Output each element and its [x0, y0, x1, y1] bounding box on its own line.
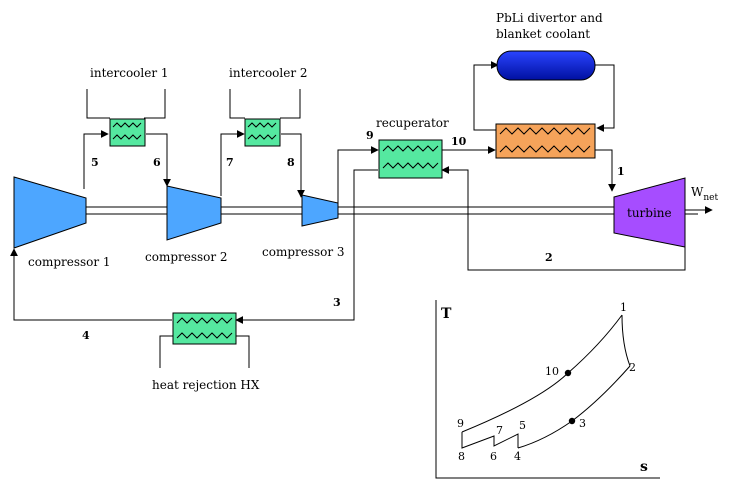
intercooler-2-label: intercooler 2: [229, 66, 308, 80]
intercooler-1-label: intercooler 1: [90, 66, 169, 80]
pbli-coolant-vessel: [496, 50, 596, 81]
compressor-1-label: compressor 1: [28, 255, 111, 269]
state-point-5: 5: [91, 156, 99, 169]
ts-point-9-label: 9: [457, 417, 464, 430]
ts-point-3-marker: [568, 417, 576, 425]
ts-diagram: T s 1 2 3 4 5 6 7 8 9 10: [435, 300, 660, 479]
ts-expansion-curve: [621, 314, 631, 367]
heat-rejection-hx: [172, 312, 237, 345]
state-point-3: 3: [333, 296, 341, 309]
state-point-7: 7: [226, 156, 234, 169]
ts-point-1-label: 1: [620, 301, 627, 314]
ts-heating-curve: [461, 314, 623, 433]
ts-point-3-label: 3: [579, 417, 586, 430]
ts-point-4-label: 4: [514, 450, 521, 463]
ts-point-10-label: 10: [545, 365, 559, 378]
compressor-1: [13, 176, 87, 249]
compressor-3: [301, 194, 339, 227]
turbine-label: turbine: [627, 206, 672, 220]
ts-y-axis-label: T: [441, 306, 452, 322]
recuperator-hx: [378, 139, 443, 179]
intercooler-1-hx: [109, 118, 146, 147]
state-point-9: 9: [366, 129, 374, 142]
state-point-4: 4: [82, 329, 90, 342]
pbli-label-line2: blanket coolant: [496, 27, 590, 41]
ts-compression-path: [461, 432, 519, 449]
w-net-label: Wnet: [691, 185, 718, 203]
ts-point-5-label: 5: [519, 419, 526, 432]
pbli-heater-hx: [495, 123, 596, 159]
ts-point-6-label: 6: [490, 450, 497, 463]
compressor-2-label: compressor 2: [145, 250, 228, 264]
state-point-10: 10: [451, 135, 467, 148]
ts-point-2-label: 2: [629, 361, 636, 374]
ts-point-7-label: 7: [496, 424, 503, 437]
heat-rejection-label: heat rejection HX: [152, 378, 260, 392]
state-point-8: 8: [287, 156, 295, 169]
state-point-1: 1: [617, 165, 625, 178]
compressor-2: [166, 185, 222, 241]
state-point-2: 2: [545, 251, 553, 264]
ts-cooling-curve: [517, 365, 631, 449]
state-point-6: 6: [153, 156, 161, 169]
pbli-label-line1: PbLi divertor and: [496, 11, 603, 25]
recuperator-label: recuperator: [376, 116, 449, 130]
ts-point-8-label: 8: [458, 450, 465, 463]
ts-x-axis-label: s: [640, 459, 648, 475]
ts-point-10-marker: [564, 369, 572, 377]
flow-lines: [10, 61, 686, 368]
compressor-3-label: compressor 3: [262, 245, 345, 259]
intercooler-2-hx: [244, 118, 281, 147]
